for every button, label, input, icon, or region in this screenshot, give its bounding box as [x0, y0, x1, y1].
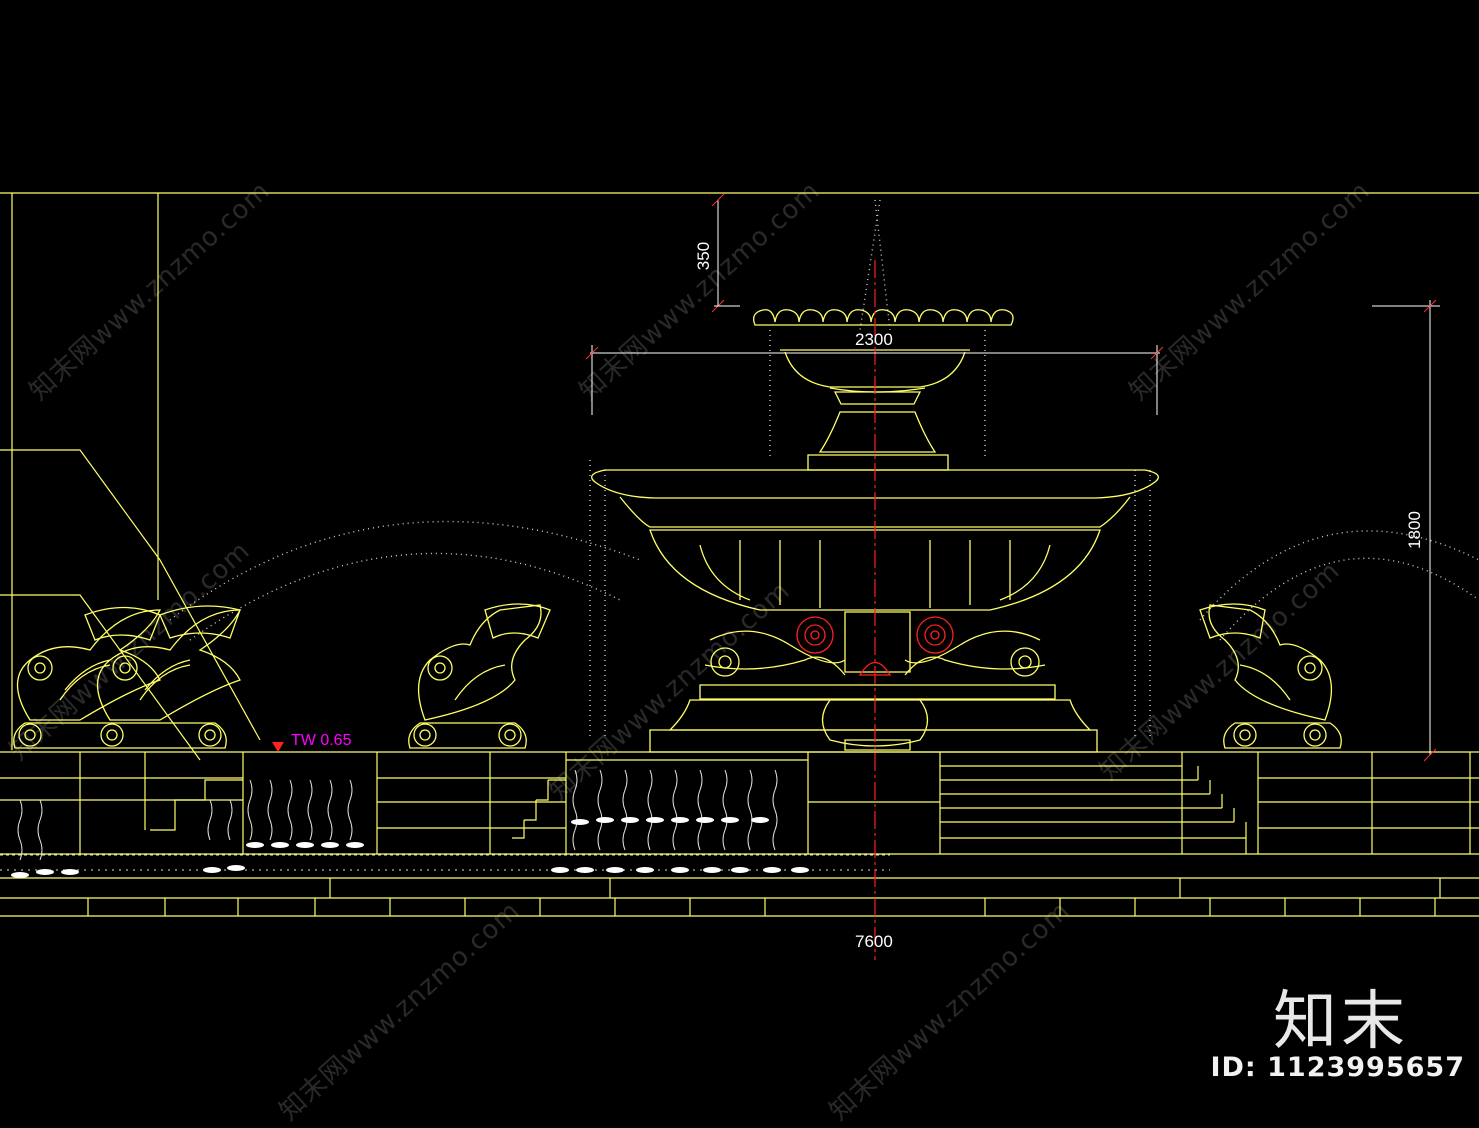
water-spray-arcs — [169, 199, 1479, 740]
dimension-lines — [585, 193, 1440, 762]
left-sea-sculpture — [13, 605, 242, 749]
water-level-label: TW 0.65 — [291, 732, 352, 749]
water-level-marker — [272, 742, 284, 752]
frame-lines — [0, 192, 1479, 761]
dimension-basin-width: 2300 — [855, 330, 893, 349]
brand-id-label: ID: 1123995657 — [1210, 1052, 1465, 1083]
right-sea-sculpture — [1199, 603, 1342, 749]
brand-logo: 知末 — [1273, 985, 1409, 1059]
splash-rosettes — [11, 817, 809, 878]
cascade-water — [0, 769, 890, 871]
center-left-sea-sculpture — [408, 603, 551, 749]
dimension-total-width: 7600 — [855, 932, 893, 951]
dimension-total-height: 1800 — [1405, 511, 1424, 549]
red-medallions — [796, 616, 954, 676]
